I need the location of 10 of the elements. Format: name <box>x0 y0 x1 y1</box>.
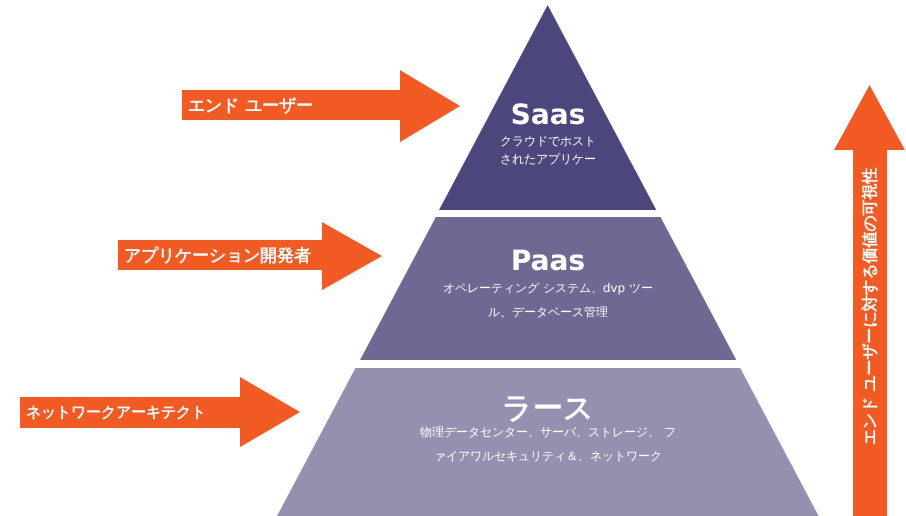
arrow-label: エンド ユーザー <box>188 95 313 118</box>
tier-title: ラース <box>500 390 595 427</box>
tier-title: Paas <box>510 244 586 277</box>
arrow-label: アプリケーション開発者 <box>124 245 311 268</box>
tier-description: オペレーティング システム、dvp ツール、データベース管理 <box>442 280 654 321</box>
tier-description: クラウドでホストされたアプリケー <box>498 133 597 168</box>
tier-description: 物理データセンター、サーバ、ストレージ、 ファイアワルセキュリティ＆、ネットワーク <box>419 424 677 465</box>
tier-title: Saas <box>510 98 586 131</box>
arrow-label: エンド ユーザーに対する価値の可視性 <box>860 167 880 445</box>
arrow-label: ネットワークアーキテクト <box>26 403 206 422</box>
